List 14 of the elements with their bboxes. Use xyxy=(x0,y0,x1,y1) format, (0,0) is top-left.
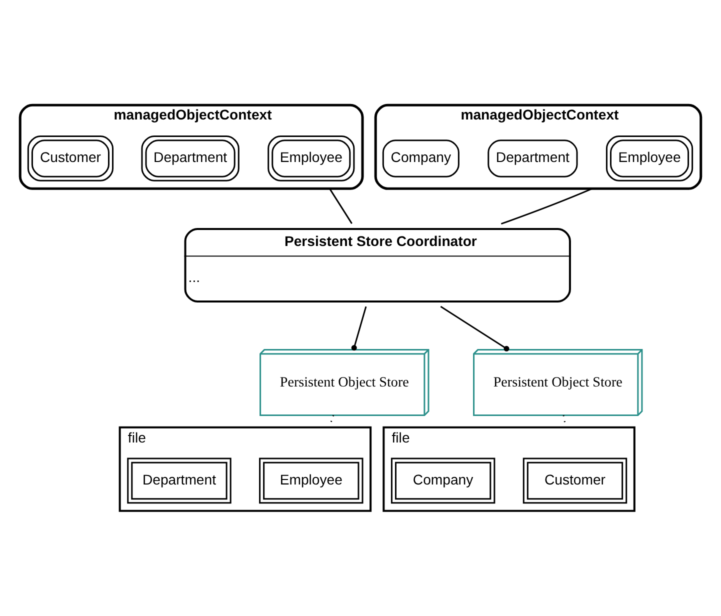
node-box: Department xyxy=(141,136,240,182)
node-box: Customer xyxy=(27,136,114,182)
node-box: Customer xyxy=(522,458,628,504)
node-box: Employee xyxy=(606,136,694,182)
node-box: Company xyxy=(390,458,496,504)
connector xyxy=(440,306,510,352)
node-box: Employee xyxy=(268,136,355,182)
connector xyxy=(500,188,592,225)
node-box: Department xyxy=(488,140,578,178)
node-box: Employee xyxy=(259,458,364,504)
connector xyxy=(329,188,352,224)
node-box: Company xyxy=(382,140,460,178)
node-box: Department xyxy=(127,458,232,504)
connector xyxy=(351,306,367,351)
